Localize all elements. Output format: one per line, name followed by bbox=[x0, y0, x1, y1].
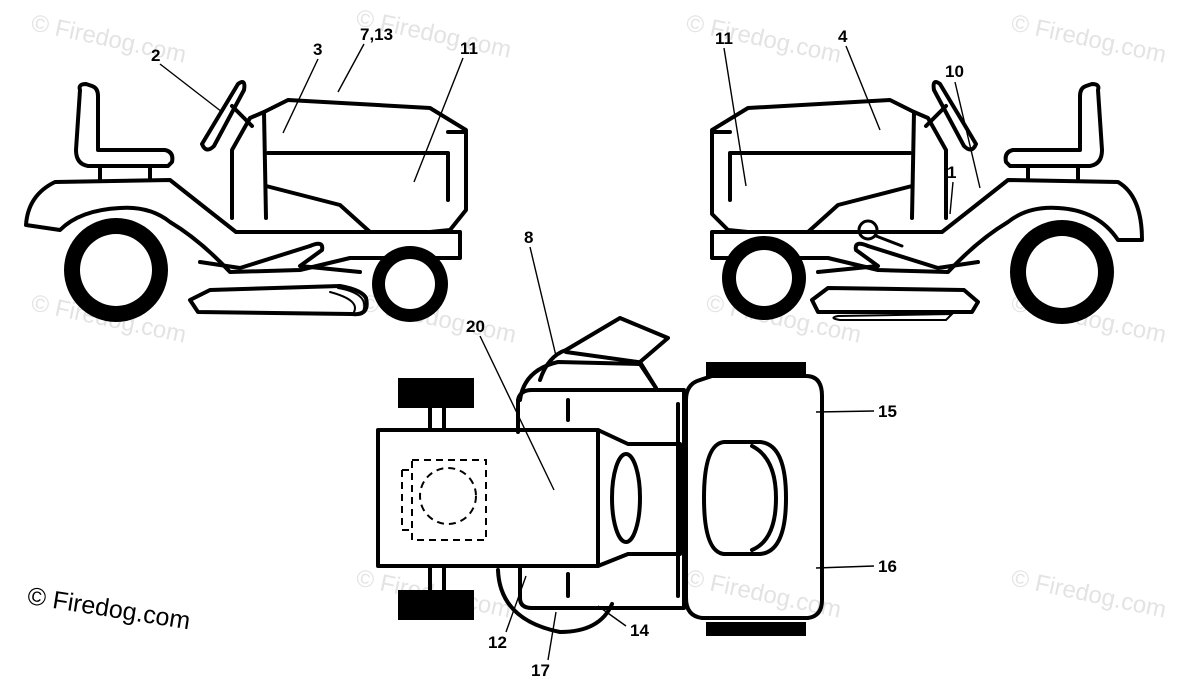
seat bbox=[1003, 82, 1104, 168]
watermark: © Firedog.com bbox=[684, 9, 844, 68]
steering-wheel bbox=[931, 80, 978, 152]
engine-flywheel bbox=[419, 467, 477, 525]
body-frame bbox=[516, 388, 686, 610]
watermark: © Firedog.com bbox=[29, 9, 189, 68]
seat bbox=[74, 82, 175, 168]
seat-back bbox=[750, 444, 778, 552]
callout-hood: 20 bbox=[466, 317, 485, 336]
callout-hood-side: 11 bbox=[715, 29, 733, 48]
deck-lift-lever bbox=[857, 219, 904, 248]
hood-panel-line bbox=[266, 130, 468, 202]
rear-wheel-hub bbox=[1026, 236, 1098, 308]
callout-bagger-chute: 8 bbox=[524, 228, 533, 247]
hood bbox=[376, 428, 682, 568]
foot-pedal bbox=[816, 241, 980, 274]
steering-hub bbox=[610, 452, 642, 544]
front-wheel-hub bbox=[736, 250, 792, 306]
callout-hood-top: 7,13 bbox=[360, 25, 393, 44]
front-axle bbox=[428, 406, 446, 592]
rear-body bbox=[684, 374, 824, 620]
seat-post bbox=[1026, 164, 1080, 182]
hood bbox=[710, 98, 916, 234]
chute-join bbox=[564, 350, 640, 364]
front-wheel-right bbox=[398, 590, 474, 620]
rear-wheel-left bbox=[706, 362, 806, 376]
bagger-chute bbox=[538, 316, 670, 390]
callout-dash: 3 bbox=[313, 40, 322, 59]
rear-wheel-hub bbox=[80, 234, 152, 306]
hood-panel-line bbox=[710, 130, 912, 202]
tractor-right-side-view bbox=[710, 80, 1144, 324]
front-wheel-left bbox=[398, 378, 474, 408]
foot-pedal bbox=[198, 241, 362, 274]
callout-hood-top: 4 bbox=[838, 27, 848, 46]
deck-chute bbox=[329, 287, 366, 315]
callout-steering-wheel: 2 bbox=[151, 46, 160, 65]
watermark: © Firedog.com bbox=[684, 564, 844, 623]
seat-top bbox=[702, 440, 788, 556]
rear-fender bbox=[710, 178, 1144, 274]
deck-skirt bbox=[832, 312, 955, 321]
rear-wheel-right bbox=[706, 622, 806, 636]
rear-fender bbox=[24, 178, 462, 274]
mower-deck bbox=[810, 286, 980, 314]
left-view-callouts: 2 3 7,13 11 bbox=[151, 25, 478, 183]
steering-wheel bbox=[200, 80, 247, 152]
callout-fender-right: 15 bbox=[878, 402, 897, 421]
callout-deck-bottom: 17 bbox=[531, 661, 550, 680]
right-view-callouts: 11 4 10 1 bbox=[715, 27, 981, 215]
tractor-left-side-view bbox=[24, 80, 468, 322]
callout-fender: 1 bbox=[947, 163, 956, 182]
watermark: © Firedog.com bbox=[1009, 9, 1169, 68]
callout-steering-wheel: 10 bbox=[945, 62, 964, 81]
top-view-callouts: 8 20 15 16 12 14 17 bbox=[466, 228, 897, 680]
callout-deck-right: 14 bbox=[630, 621, 649, 640]
hood bbox=[262, 98, 468, 234]
dash-console bbox=[230, 110, 268, 220]
watermark: © Firedog.com bbox=[1009, 564, 1169, 623]
front-wheel-hub bbox=[385, 259, 435, 309]
tractor-top-view bbox=[376, 316, 824, 636]
engine-outline bbox=[401, 459, 487, 541]
callout-deck-left: 12 bbox=[488, 633, 507, 652]
mower-deck bbox=[188, 284, 369, 317]
dash-console bbox=[910, 110, 948, 220]
callout-hood-side: 11 bbox=[460, 39, 478, 58]
seat-post bbox=[98, 164, 152, 182]
callout-fender-left: 16 bbox=[878, 557, 897, 576]
